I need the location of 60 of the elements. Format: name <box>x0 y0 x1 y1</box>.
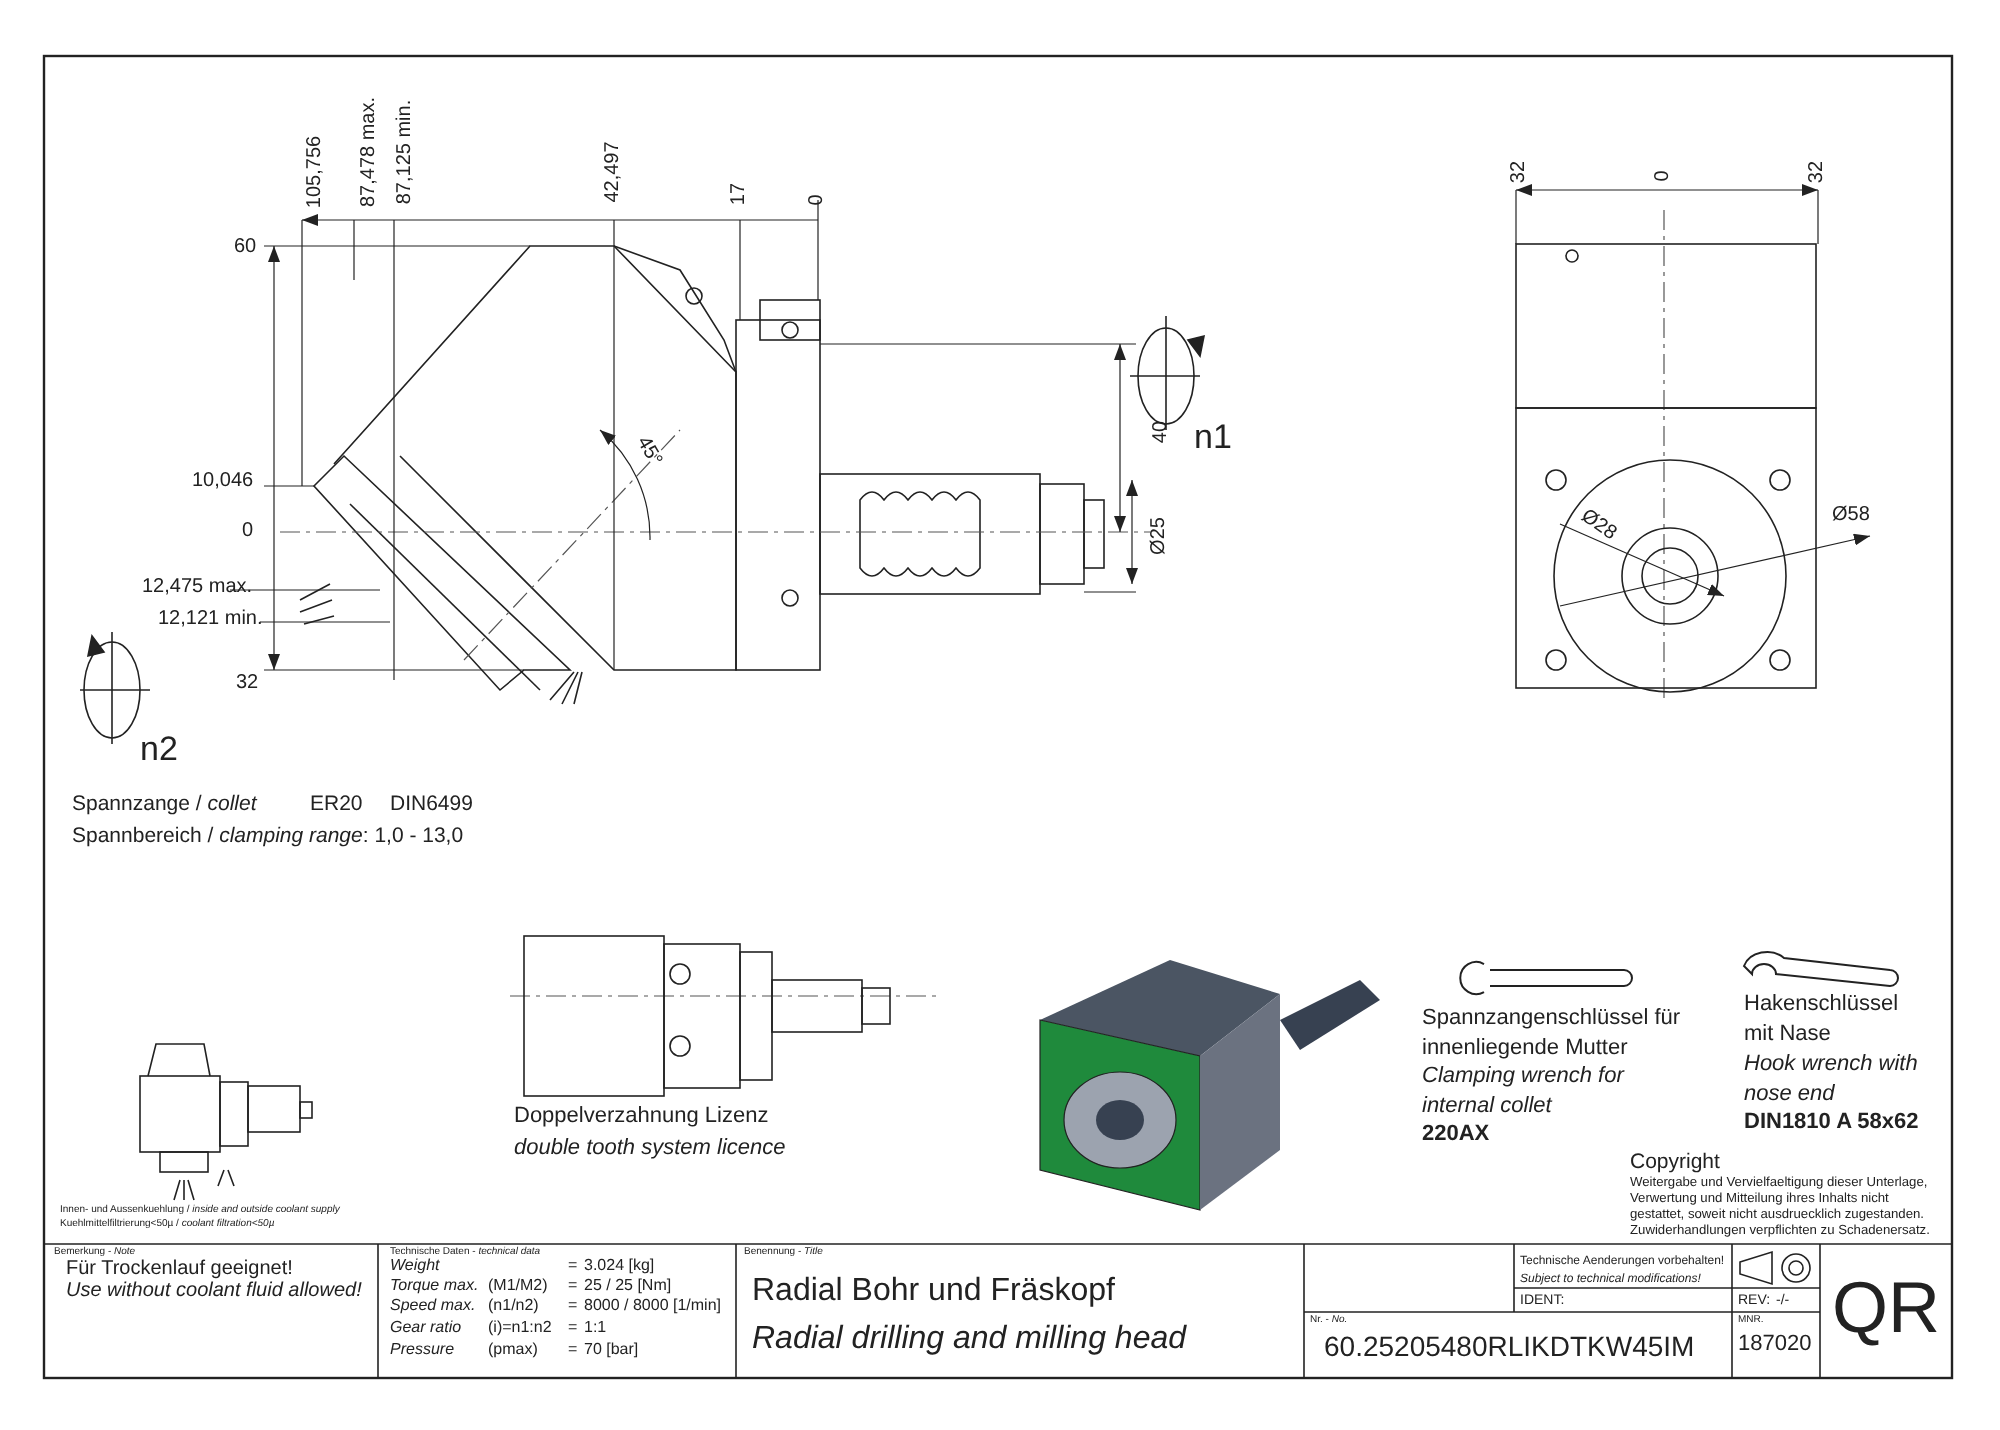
tool-caption: Hook wrench with nose end <box>1744 1050 1920 1110</box>
data-label: (n1/n2) <box>488 1298 539 1314</box>
rotation-label: n1 <box>1194 420 1232 454</box>
data-value: 70 [bar] <box>584 1342 639 1358</box>
tool-caption: Clamping wrench for internal collet <box>1422 1062 1627 1122</box>
qr-label: QR <box>1832 1272 1940 1344</box>
tool-code: 220AX <box>1422 1124 1490 1146</box>
data-label: (M1/M2) <box>488 1278 548 1294</box>
copyright-label: Copyright <box>1630 1152 1720 1173</box>
data-label: Speed max. <box>390 1298 476 1314</box>
data-label: (i)=n1:n2 <box>488 1320 552 1336</box>
data-value: 3.024 [kg] <box>584 1258 655 1274</box>
data-label: = <box>568 1278 578 1294</box>
data-label: Gear ratio <box>390 1320 462 1336</box>
rotation-label: n2 <box>140 732 178 766</box>
data-value: 25 / 25 [Nm] <box>584 1278 672 1294</box>
tool-code: DIN1810 A 58x62 <box>1744 1112 1919 1134</box>
dimension-value: 60 <box>234 238 257 258</box>
title-text: Radial Bohr und Fräskopf <box>752 1276 1115 1308</box>
caption: Doppelverzahnung Lizenz <box>514 1106 769 1128</box>
dimension-value: 32 <box>1510 160 1530 184</box>
collet-label: Spannzange / collet <box>72 794 257 815</box>
dimension-value: 17 <box>730 182 750 206</box>
data-label: Weight <box>390 1258 440 1274</box>
tool-caption: Spannzangenschlüssel für innenliegende Mutter <box>1422 1004 1683 1064</box>
dimension-value: 42,497 <box>604 141 624 203</box>
dimension-value: 12,121 min. <box>158 610 263 630</box>
data-label: (pmax) <box>488 1342 538 1358</box>
note-text: Use without coolant fluid allowed! <box>66 1282 362 1302</box>
dimension-value: Ø58 <box>1832 506 1870 526</box>
dimension-value: Ø28 <box>1576 506 1620 546</box>
tool-caption: Hakenschlüssel mit Nase <box>1744 990 1901 1050</box>
caption: double tooth system licence <box>514 1138 786 1160</box>
title-text: Radial drilling and milling head <box>752 1324 1187 1356</box>
data-label: = <box>568 1320 578 1336</box>
dimension-value: 32 <box>236 674 259 694</box>
standard-label: DIN6499 <box>390 794 473 815</box>
data-label: Pressure <box>390 1342 455 1358</box>
dimension-value: 105,756 <box>306 135 326 209</box>
dimension-value: 87,478 max. <box>360 96 380 208</box>
dimension-value: 32 <box>1808 160 1828 184</box>
dimension-value: 12,475 max. <box>142 578 253 598</box>
part-number: 187020 <box>1738 1334 1812 1356</box>
data-value: 1:1 <box>584 1320 607 1336</box>
angle-value: 45° <box>631 433 665 471</box>
dimension-value: Ø25 <box>1150 517 1170 555</box>
data-label: = <box>568 1342 578 1358</box>
data-label: = <box>568 1298 578 1314</box>
data-label: = <box>568 1258 578 1274</box>
data-value: 8000 / 8000 [1/min] <box>584 1298 721 1314</box>
dimension-value: 10,046 <box>192 472 254 492</box>
dimension-value: 87,125 min. <box>396 99 416 205</box>
data-label: Torque max. <box>390 1278 479 1294</box>
dimension-value: 0 <box>242 522 254 542</box>
collet-type: ER20 <box>310 794 363 815</box>
clamping-range-label: Spannbereich / clamping range: 1,0 - 13,0 <box>72 826 464 847</box>
part-number: 60.25205480RLIKDTKW45IM <box>1324 1332 1695 1360</box>
dimension-value: 0 <box>1654 170 1674 182</box>
dimension-value: 0 <box>808 194 828 206</box>
note-text: Für Trockenlauf geeignet! <box>66 1260 293 1280</box>
